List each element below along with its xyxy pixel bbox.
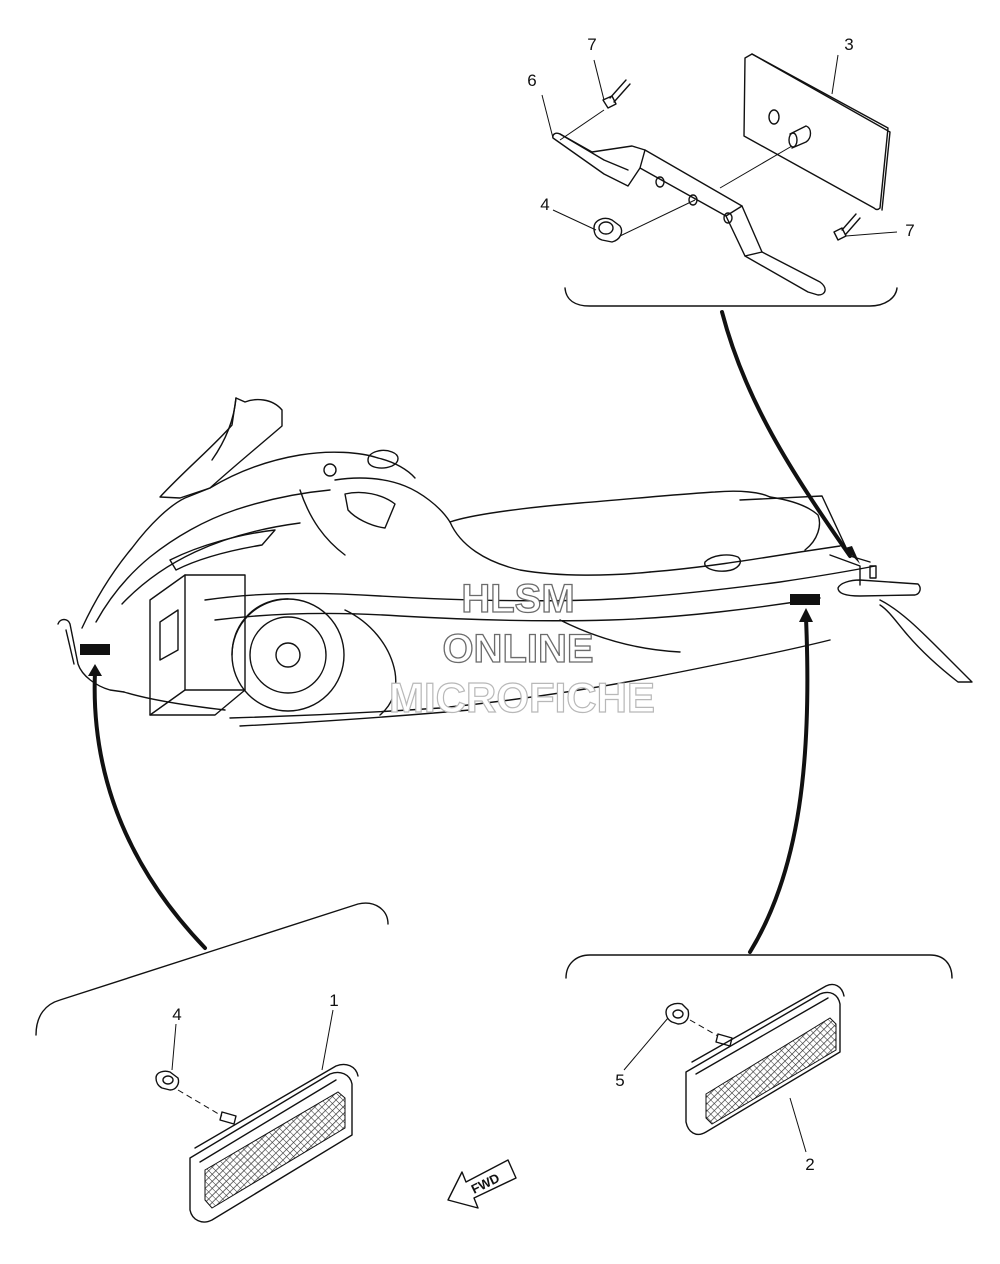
- top-detail-connector: [720, 310, 852, 558]
- forward-direction-arrow: FWD: [447, 1159, 517, 1209]
- callout-4-top: 4: [540, 195, 549, 214]
- callout-7-right: 7: [905, 221, 914, 240]
- top-detail-group: [541, 53, 898, 307]
- snowmobile-body: [57, 397, 973, 727]
- callout-5: 5: [615, 1071, 624, 1090]
- rear-nut-part: [665, 1002, 690, 1025]
- rear-detail-group: [565, 954, 953, 1153]
- license-plate-part: [743, 53, 889, 211]
- callout-2: 2: [805, 1155, 814, 1174]
- front-detail-group: [35, 902, 389, 1223]
- watermark-line-3: MICROFICHE: [389, 674, 655, 721]
- watermark-line-1: HLSM: [461, 577, 574, 621]
- mounting-bracket-part: [552, 132, 826, 296]
- front-nut-part: [155, 1070, 180, 1091]
- callout-7-top: 7: [587, 35, 596, 54]
- callout-6: 6: [527, 71, 536, 90]
- front-reflector-location-marker: [80, 644, 110, 655]
- front-detail-bracket-line: [35, 902, 389, 1036]
- callout-1: 1: [329, 991, 338, 1010]
- rear-detail-bracket-line: [565, 954, 953, 979]
- front-reflector-part: [189, 1071, 353, 1223]
- callout-3: 3: [844, 35, 853, 54]
- rear-reflector-part: [685, 991, 841, 1136]
- rear-detail-connector: [748, 616, 810, 954]
- callout-4-front: 4: [172, 1005, 181, 1024]
- front-detail-connector: [92, 670, 207, 950]
- rear-reflector-location-marker: [790, 594, 820, 605]
- top-detail-bracket-line: [564, 287, 898, 307]
- watermark-line-2: ONLINE: [442, 627, 593, 671]
